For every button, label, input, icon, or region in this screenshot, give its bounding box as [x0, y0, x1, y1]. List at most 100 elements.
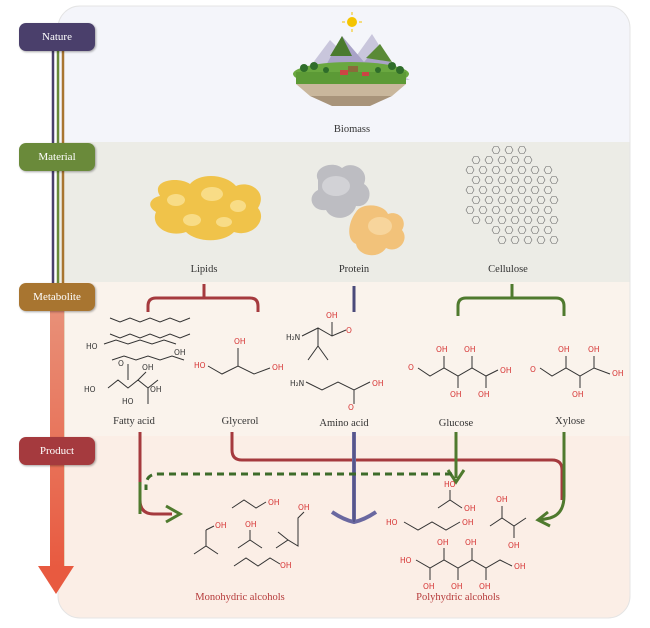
band-product [58, 436, 630, 618]
svg-text:H₂N: H₂N [286, 333, 300, 342]
svg-text:OH: OH [451, 582, 463, 591]
cellulose-ring [523, 196, 533, 204]
protein-illustration [311, 164, 405, 256]
svg-text:OH: OH [436, 345, 448, 354]
stage-material: Material [19, 143, 95, 171]
cellulose-ring [530, 166, 540, 174]
cellulose-ring [517, 146, 527, 154]
cellulose-ring [549, 196, 559, 204]
svg-text:OH: OH [464, 345, 476, 354]
fatty-acid-caption: Fatty acid [113, 416, 155, 427]
glucose-structure: O OH OH OH OH OH [408, 345, 512, 399]
cellulose-ring [510, 176, 520, 184]
svg-text:OH: OH [450, 390, 462, 399]
stage-product: Product [19, 437, 95, 465]
cellulose-ring [510, 236, 520, 244]
biomass-illustration [293, 12, 410, 106]
cellulose-ring [471, 156, 481, 164]
cellulose-ring [471, 176, 481, 184]
cellulose-ring [484, 176, 494, 184]
svg-text:OH: OH [174, 348, 186, 357]
cellulose-ring [465, 206, 475, 214]
cellulose-ring [517, 226, 527, 234]
cellulose-ring [491, 206, 501, 214]
cellulose-ring [478, 206, 488, 214]
lipids-caption: Lipids [190, 264, 218, 275]
svg-text:OH: OH [462, 518, 474, 527]
cellulose-ring [536, 176, 546, 184]
svg-text:OH: OH [479, 582, 491, 591]
svg-text:OH: OH [245, 520, 257, 529]
svg-text:HO: HO [194, 361, 206, 370]
cellulose-ring [549, 176, 559, 184]
cellulose-ring [491, 226, 501, 234]
cellulose-ring [491, 186, 501, 194]
cellulose-ring [484, 156, 494, 164]
svg-text:OH: OH [280, 561, 292, 570]
svg-text:OH: OH [478, 390, 490, 399]
glycerol-pathway [230, 432, 564, 500]
svg-text:HO: HO [86, 342, 98, 351]
cellulose-ring [510, 196, 520, 204]
svg-text:OH: OH [465, 538, 477, 547]
cellulose-ring [530, 206, 540, 214]
svg-text:OH: OH [437, 538, 449, 547]
svg-text:OH: OH [423, 582, 435, 591]
svg-text:O: O [346, 326, 352, 335]
fatty-acid-arrow [165, 504, 184, 524]
lipids-illustration [150, 175, 262, 241]
cellulose-ring [543, 206, 553, 214]
amino-acid-structure: H₂N OH O H₂N OH O [286, 311, 384, 412]
cellulose-ring [471, 216, 481, 224]
sun-icon [347, 17, 357, 27]
biomass-caption: Biomass [333, 124, 371, 135]
svg-text:O: O [348, 403, 354, 412]
cellulose-ring [530, 226, 540, 234]
band-metabolite [58, 282, 630, 436]
polyhydric-caption: Polyhydric alcohols [416, 592, 500, 603]
protein-caption: Protein [338, 264, 370, 275]
cellulose-ring [543, 186, 553, 194]
xylose-pathway [535, 432, 566, 528]
fatty-acid-structure [103, 317, 191, 404]
svg-text:HO: HO [84, 385, 96, 394]
cellulose-ring [497, 216, 507, 224]
glucose-caption: Glucose [438, 418, 474, 429]
cellulose-ring [491, 146, 501, 154]
cellulose-ring [517, 206, 527, 214]
monohydric-caption: Monohydric alcohols [195, 592, 285, 603]
amino-acid-pathway [330, 432, 378, 525]
cellulose-ring [484, 196, 494, 204]
cellulose-ring [510, 216, 520, 224]
amino-acid-caption: Amino acid [319, 418, 369, 429]
cellulose-ring [517, 186, 527, 194]
svg-text:OH: OH [496, 495, 508, 504]
cellulose-ring [465, 186, 475, 194]
cellulose-ring [543, 226, 553, 234]
svg-text:O: O [530, 365, 536, 374]
cellulose-ring [536, 216, 546, 224]
svg-text:OH: OH [234, 337, 246, 346]
svg-text:OH: OH [514, 562, 526, 571]
glycerol-structure: HO OH OH [194, 337, 284, 375]
cellulose-ring [523, 236, 533, 244]
svg-text:OH: OH [298, 503, 310, 512]
cellulose-ring [504, 206, 514, 214]
stage-nature: Nature [19, 23, 95, 51]
cellulose-ring [523, 176, 533, 184]
svg-text:OH: OH [588, 345, 600, 354]
polyhydric-structures: HO OH HO OH OH OH HO OH OH OH OH OH OH [386, 480, 527, 591]
svg-text:HO: HO [122, 397, 134, 406]
svg-text:HO: HO [444, 480, 456, 489]
cellulose-ring [504, 166, 514, 174]
cellulose-caption: Cellulose [488, 264, 528, 275]
svg-text:OH: OH [558, 345, 570, 354]
cellulose-ring [497, 176, 507, 184]
cellulose-ring [497, 236, 507, 244]
glycerol-caption: Glycerol [221, 416, 259, 427]
cellulose-ring [497, 196, 507, 204]
cellulose-ring [478, 186, 488, 194]
cellulose-ring [491, 166, 501, 174]
svg-text:OH: OH [272, 363, 284, 372]
